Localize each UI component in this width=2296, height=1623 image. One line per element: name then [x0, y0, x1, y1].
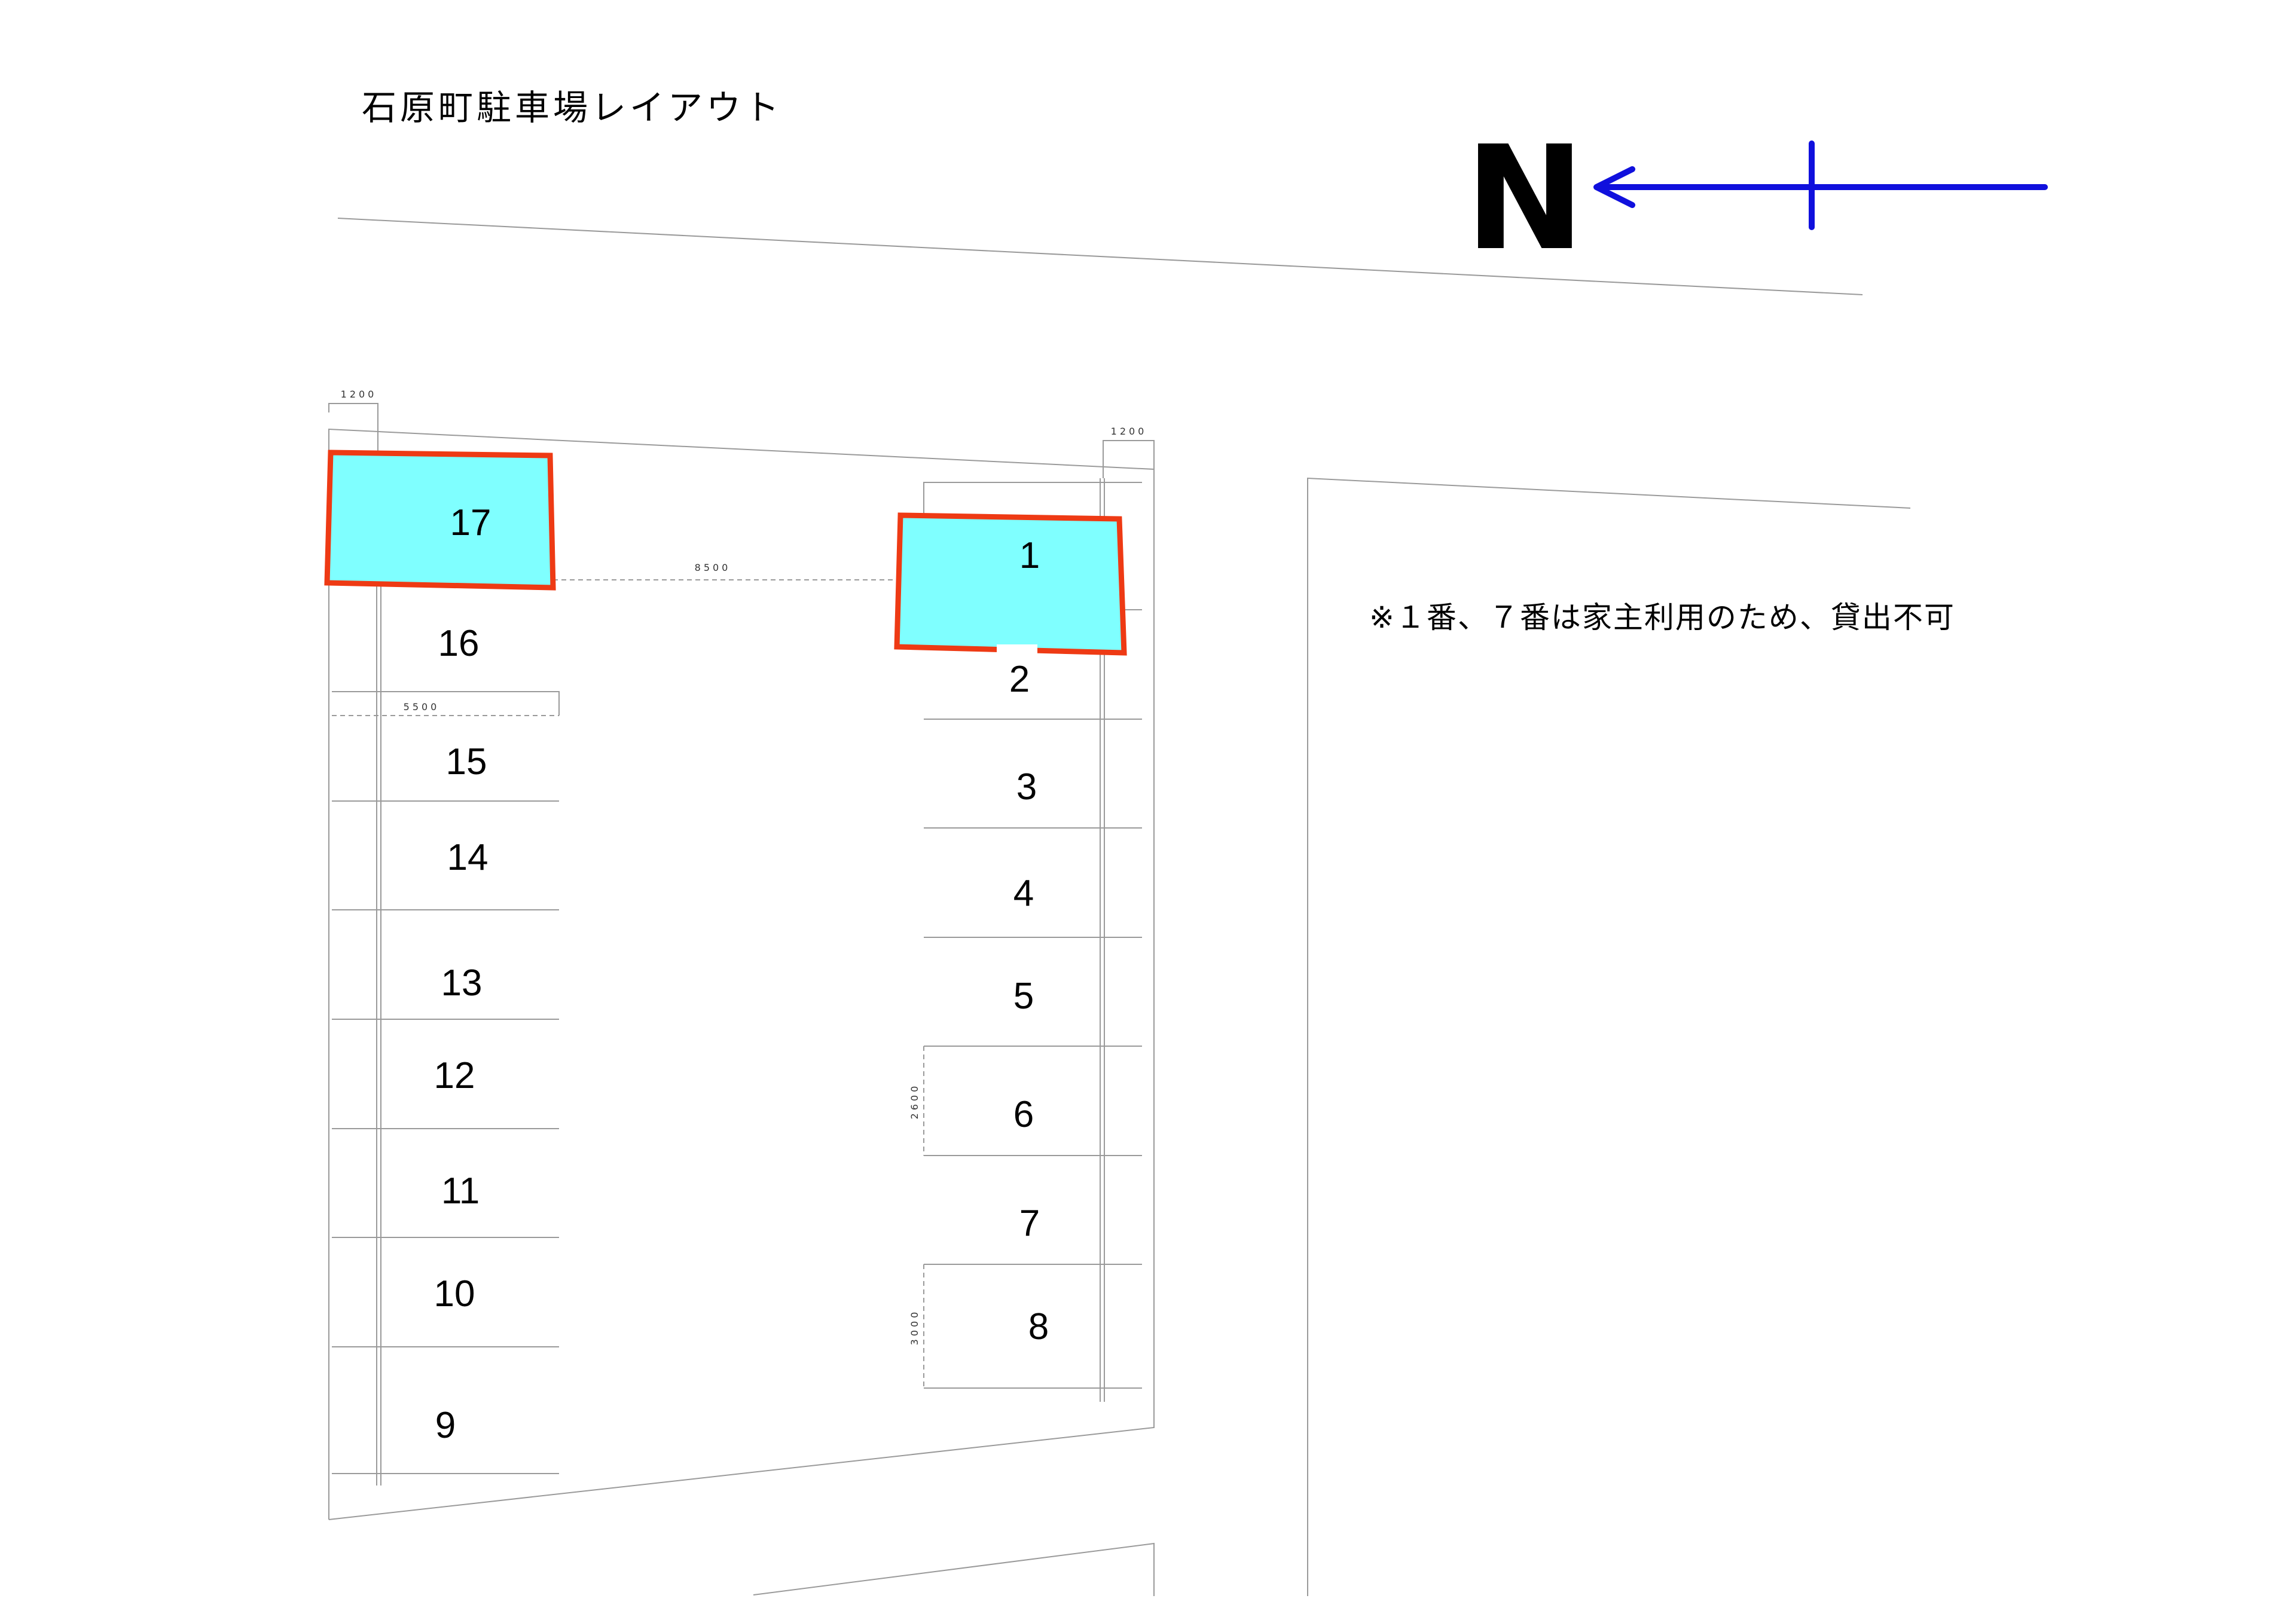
- right-width-dimension: [1103, 440, 1155, 478]
- space-number-4: 4: [1013, 873, 1034, 914]
- space-number-14: 14: [447, 837, 488, 878]
- north-indicator: N: [1465, 115, 2048, 282]
- reserved-stall-1: [894, 512, 1127, 656]
- page-title: 石原町駐車場レイアウト: [362, 87, 783, 128]
- space-number-9: 9: [435, 1405, 456, 1446]
- left-width-label: 1200: [341, 389, 377, 400]
- space-number-10: 10: [434, 1273, 475, 1315]
- space-number-3: 3: [1016, 766, 1037, 808]
- space-number-17: 17: [450, 502, 491, 543]
- depth-dimension-box: [332, 691, 560, 716]
- site-boundaries: [328, 218, 1911, 1596]
- space-number-2: 2: [1009, 659, 1030, 700]
- space-number-12: 12: [434, 1055, 475, 1096]
- depth-dimension-label: 5500: [404, 701, 440, 713]
- stall-width-wide-label: 3000: [909, 1309, 920, 1346]
- space-number-5: 5: [1013, 976, 1034, 1017]
- stall-gap-marker: [997, 644, 1037, 655]
- space-number-7: 7: [1019, 1203, 1040, 1244]
- left-width-dimension: [328, 403, 378, 454]
- space-number-16: 16: [438, 623, 480, 664]
- space-number-15: 15: [446, 741, 487, 783]
- left-stall-row: 5500 1200: [328, 389, 560, 1486]
- space-number-1: 1: [1019, 535, 1040, 576]
- aisle-dimension-label: 8500: [695, 562, 731, 573]
- road-edge-bottom: [753, 1542, 1155, 1596]
- road-edge-top: [337, 218, 1863, 295]
- right-width-label: 1200: [1111, 426, 1147, 437]
- north-label: N: [1465, 115, 1585, 282]
- reserved-stall-17: [324, 450, 556, 591]
- space-number-13: 13: [441, 962, 483, 1004]
- stall-width-label: 2600: [909, 1083, 920, 1120]
- adjacent-lot-outline: [1307, 477, 1911, 1596]
- space-number-8: 8: [1028, 1306, 1049, 1347]
- space-number-6: 6: [1013, 1094, 1034, 1135]
- space-number-11: 11: [441, 1170, 480, 1212]
- north-arrow-icon: [1593, 140, 2048, 230]
- reservation-note: ※１番、７番は家主利用のため、貸出不可: [1369, 600, 1955, 635]
